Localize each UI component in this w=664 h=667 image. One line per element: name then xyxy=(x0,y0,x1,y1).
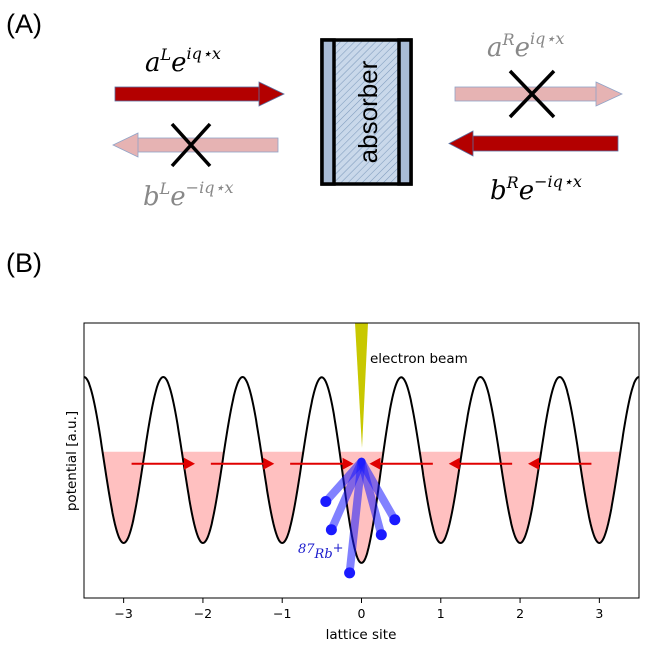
potential-fill xyxy=(84,451,639,563)
transmitted-right-arrow xyxy=(454,81,623,107)
reflected-left-arrow xyxy=(112,132,279,158)
ion-trajectory xyxy=(357,457,401,526)
x-tick-label: 3 xyxy=(595,606,603,621)
y-axis-label: potential [a.u.] xyxy=(64,411,80,511)
x-tick-label: −2 xyxy=(194,606,212,621)
x-tick-label: 0 xyxy=(358,606,366,621)
electron-beam xyxy=(355,323,368,448)
incoming-left-term: aLeiq⋆x xyxy=(145,44,221,78)
flow-arrow xyxy=(369,457,433,470)
ions xyxy=(320,457,401,579)
flow-arrow xyxy=(210,457,275,470)
flow-arrow xyxy=(290,457,354,470)
ion-label: 87Rb+ xyxy=(298,541,344,562)
flow-arrows xyxy=(131,457,592,470)
ion-dot xyxy=(325,524,337,536)
absorber-box: absorber xyxy=(320,38,413,186)
reflected-left-cross-icon xyxy=(170,122,212,168)
panel-b: (B) −3 −2 −1 0 1 2 3 lattice site potential [a… xyxy=(6,248,640,643)
panel-a: (A) aLeiq⋆x bLe−iq⋆x absorber xyxy=(6,9,623,212)
ion-dot xyxy=(344,567,356,579)
flow-arrow xyxy=(448,457,513,470)
reflected-left-term: bLe−iq⋆x xyxy=(143,178,233,212)
ion-dot xyxy=(320,496,332,507)
incoming-right-term: bRe−iq⋆x xyxy=(490,172,582,206)
incoming-right-arrow xyxy=(448,130,619,157)
ion-dot xyxy=(375,529,387,541)
panel-a-label: (A) xyxy=(6,9,42,39)
absorber-label: absorber xyxy=(353,60,383,163)
incoming-left-arrow xyxy=(114,81,285,107)
x-tick-label: 1 xyxy=(437,606,445,621)
transmitted-right-cross-icon xyxy=(508,69,556,119)
x-axis-ticks: −3 −2 −1 0 1 2 3 xyxy=(114,598,603,621)
flow-arrow xyxy=(131,457,195,470)
panel-b-label: (B) xyxy=(6,248,42,278)
x-axis-label: lattice site xyxy=(326,627,397,643)
ion-dot xyxy=(389,514,401,526)
electron-beam-label: electron beam xyxy=(370,351,468,367)
x-tick-label: 2 xyxy=(516,606,524,621)
transmitted-right-term: aReiq⋆x xyxy=(487,29,564,63)
x-tick-label: −1 xyxy=(273,606,291,621)
flow-arrow xyxy=(528,457,592,470)
ion-trajectory xyxy=(344,457,366,579)
potential-curve xyxy=(84,375,639,564)
x-tick-label: −3 xyxy=(114,606,132,621)
